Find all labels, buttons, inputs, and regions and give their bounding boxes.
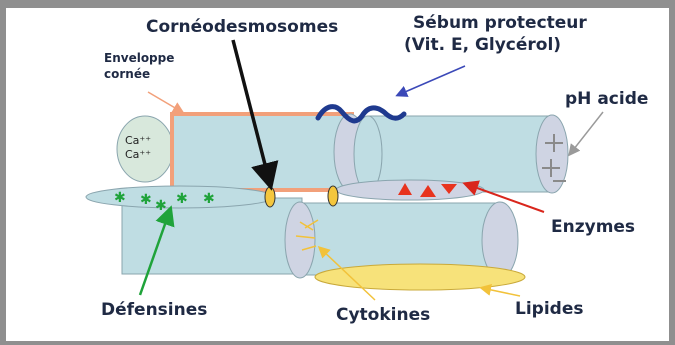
corneodesmosome-right	[328, 186, 338, 206]
corneocyte-bottom-right-left-cap	[285, 202, 315, 278]
svg-text:✱: ✱	[114, 190, 126, 206]
arrow-ph	[570, 112, 603, 154]
label-calcium-1: Ca⁺⁺	[125, 134, 151, 147]
svg-text:✱: ✱	[203, 191, 215, 207]
label-cytokines: Cytokines	[336, 306, 430, 325]
label-defensines: Défensines	[101, 301, 207, 320]
arrow-enveloppe	[148, 92, 182, 112]
label-sebum-line1: Sébum protecteur	[413, 14, 587, 33]
corneocyte-bottom-left	[122, 198, 302, 274]
label-corneodesmosomes: Cornéodesmosomes	[146, 18, 338, 37]
enzyme-layer	[336, 180, 484, 200]
label-lipides: Lipides	[515, 300, 583, 319]
label-calcium-2: Ca⁺⁺	[125, 148, 151, 161]
label-sebum-line2: (Vit. E, Glycérol)	[404, 36, 561, 55]
svg-text:✱: ✱	[155, 198, 167, 214]
label-ph-acide: pH acide	[565, 90, 648, 109]
corneodesmosome-left	[265, 187, 275, 207]
label-enzymes: Enzymes	[551, 218, 635, 237]
svg-text:✱: ✱	[140, 192, 152, 208]
label-enveloppe-line1: Enveloppe	[104, 52, 174, 65]
arrow-lipides	[482, 288, 520, 296]
label-enveloppe-line2: cornée	[104, 68, 150, 81]
svg-text:✱: ✱	[176, 191, 188, 207]
arrow-sebum	[398, 66, 465, 95]
lipid-layer	[315, 264, 525, 290]
